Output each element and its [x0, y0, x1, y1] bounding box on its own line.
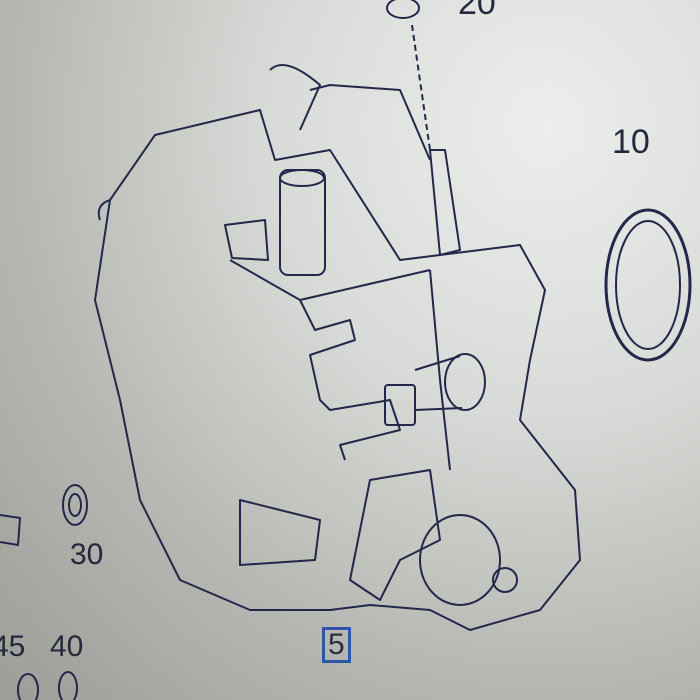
- o-ring-large-shape: [604, 208, 692, 362]
- callout-40: 40: [50, 630, 84, 663]
- washer-shape: [62, 484, 88, 526]
- connector-sensor: [384, 353, 486, 426]
- o-ring-large-inner: [615, 220, 681, 350]
- callout-45: 45: [0, 630, 26, 663]
- callout-10: 10: [612, 123, 650, 161]
- ring-40-shape: [58, 671, 78, 700]
- ring-45-shape: [17, 673, 39, 700]
- callout-5-highlighted[interactable]: 5: [322, 627, 351, 663]
- stud-part: [0, 514, 21, 546]
- washer-inner: [68, 493, 82, 517]
- return-pipe: [386, 0, 461, 256]
- callout-20: 20: [458, 0, 496, 22]
- fitting-top: [224, 169, 326, 276]
- pump-body-outline: [94, 64, 581, 631]
- callout-30: 30: [70, 538, 104, 571]
- roller-assembly: [349, 469, 518, 606]
